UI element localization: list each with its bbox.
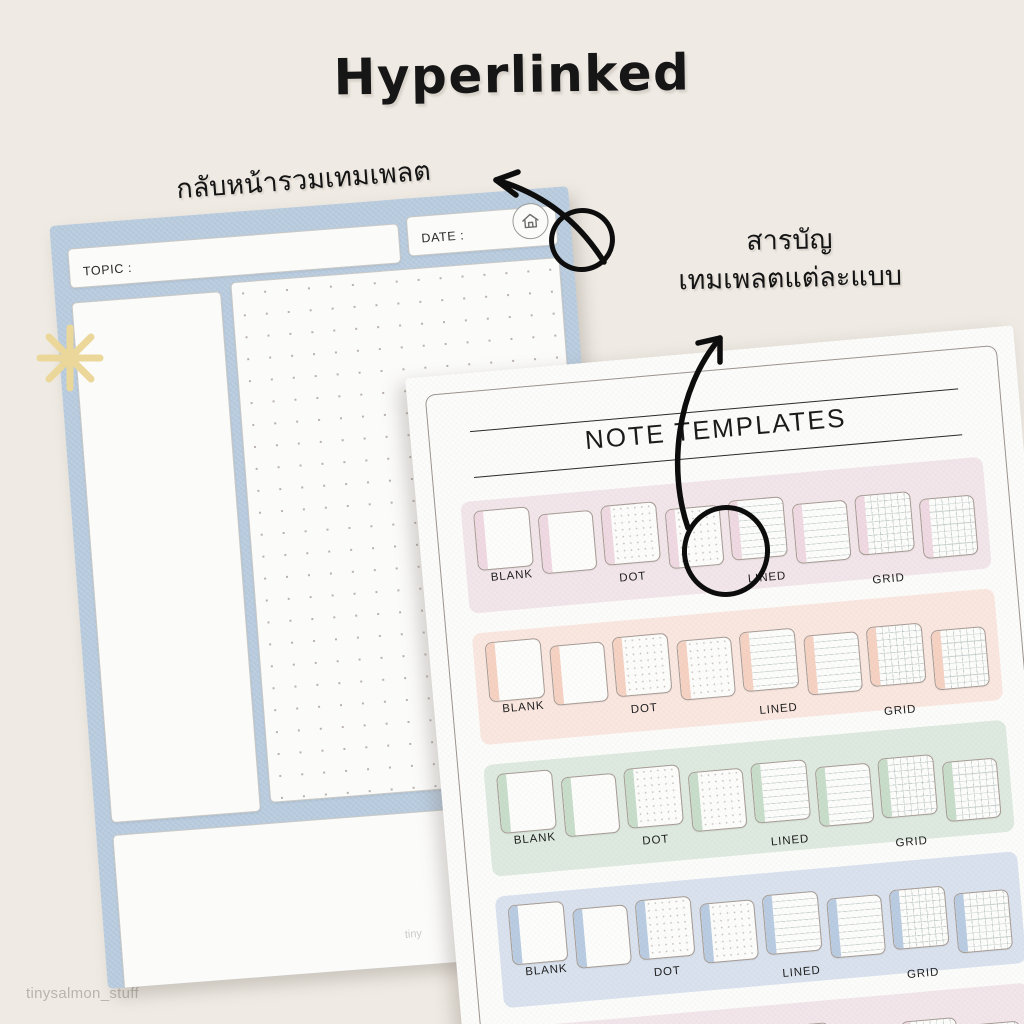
arrow-to-home-icon xyxy=(466,158,616,272)
thumbnail-page xyxy=(495,639,544,701)
page-watermark: tiny xyxy=(404,927,423,941)
template-label-lined: LINED xyxy=(770,833,810,849)
thumbnail-page xyxy=(910,1018,960,1024)
home-button[interactable] xyxy=(511,201,550,241)
template-label-dot: DOT xyxy=(641,833,670,848)
thumbnail-page xyxy=(518,902,567,964)
thumbnail-page xyxy=(621,633,671,696)
thumbnail-page xyxy=(483,507,532,569)
template-thumbnail-dotted[interactable] xyxy=(623,764,684,829)
template-thumbnail-dotted[interactable] xyxy=(611,632,673,698)
thumbnail-page xyxy=(633,765,683,827)
template-label-blank: BLANK xyxy=(513,831,557,847)
template-thumbnail-blank[interactable] xyxy=(484,637,545,703)
template-thumbnail-blank[interactable] xyxy=(507,900,569,966)
brand-watermark: tinysalmon_stuff xyxy=(26,985,139,1002)
note-page-preview[interactable]: TOPIC : DATE : tiny xyxy=(49,186,627,989)
template-thumbnail-blank[interactable] xyxy=(495,769,557,834)
template-thumbnail-blank[interactable] xyxy=(472,506,534,571)
arrow-to-lined-thumbnail xyxy=(648,320,768,539)
template-label-blank: BLANK xyxy=(490,568,534,584)
template-label-dot: DOT xyxy=(630,701,659,717)
template-label-lined: LINED xyxy=(758,701,799,717)
page-title-heading: Hyperlinked xyxy=(333,43,691,107)
template-label-blank: BLANK xyxy=(501,699,545,716)
home-icon[interactable] xyxy=(511,201,550,241)
template-label-lined: LINED xyxy=(781,964,822,980)
template-thumbnail-gridded[interactable] xyxy=(900,1017,961,1024)
annotation-toc-line1: สารบัญ xyxy=(745,224,833,257)
thumbnail-page xyxy=(644,896,694,959)
thumbnail-page xyxy=(506,770,555,832)
annotation-toc-link: สารบัญ เทมเพลตแต่ละแบบ xyxy=(677,220,902,301)
template-label-blank: BLANK xyxy=(524,962,568,979)
template-thumbnail-dotted[interactable] xyxy=(634,895,696,961)
template-thumbnail-gridded[interactable] xyxy=(964,1020,1024,1024)
annotation-toc-line2: เทมเพลตแต่ละแบบ xyxy=(678,260,903,297)
template-label-dot: DOT xyxy=(618,570,647,585)
sparkle-left xyxy=(34,322,106,398)
template-label-dot: DOT xyxy=(653,964,682,980)
